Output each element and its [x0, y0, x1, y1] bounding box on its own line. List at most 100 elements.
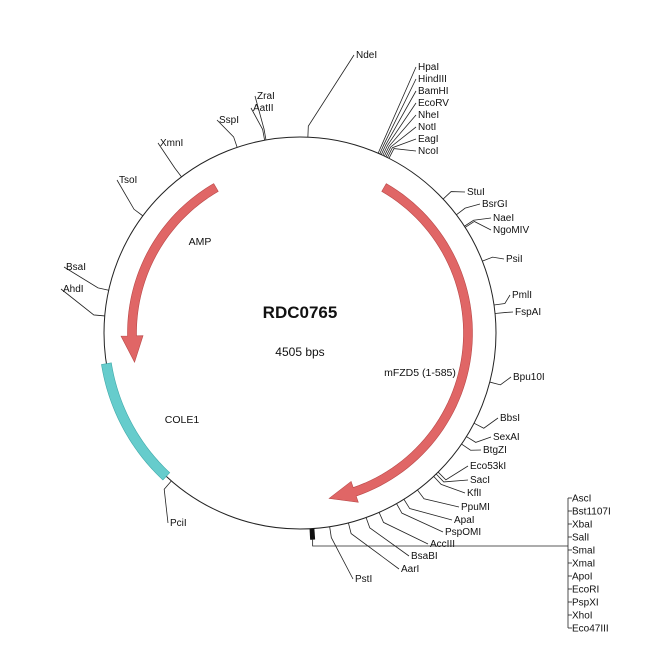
site-label-ahdi: AhdI: [63, 284, 84, 295]
site-tick-aatii: [250, 107, 266, 141]
site-label-bbsi: BbsI: [500, 413, 520, 424]
site-label-ndei: NdeI: [356, 50, 377, 61]
site-label-aari: AarI: [401, 564, 419, 575]
site-tick-ndei: [307, 54, 355, 138]
site-tick-fspai: [494, 311, 514, 314]
site-label-bamhi: BamHI: [418, 86, 449, 97]
site-label-hindiii: HindIII: [418, 74, 447, 85]
site-label-eco53ki: Eco53kI: [470, 461, 506, 472]
feature-mfzd5-arrow: [328, 183, 473, 503]
site-label-ecori: EcoRI: [572, 585, 599, 596]
site-label-psti: PstI: [355, 574, 372, 585]
site-label-ncoi: NcoI: [418, 146, 439, 157]
site-label-smai: SmaI: [572, 546, 595, 557]
feature-label-amp: AMP: [189, 236, 212, 248]
site-tick-hpai: [377, 66, 417, 154]
mcs-leader: [312, 539, 568, 547]
site-tick-pmli: [493, 294, 511, 306]
site-label-fspai: FspAI: [515, 307, 541, 318]
site-tick-nhei: [384, 114, 417, 157]
site-label-bsai: BsaI: [66, 262, 86, 273]
site-label-hpai: HpaI: [418, 62, 439, 73]
site-tick-ecorv: [382, 102, 417, 156]
site-tick-ncoi: [388, 148, 417, 159]
site-label-eco47iii: Eco47III: [572, 624, 609, 635]
plasmid-backbone: [103, 136, 497, 530]
site-tick-sexai: [466, 436, 492, 443]
feature-label-mfzd5: mFZD5 (1-585): [384, 367, 456, 379]
site-label-bpu10i: Bpu10I: [513, 372, 545, 383]
site-tick-eco53ki: [437, 465, 469, 481]
site-tick-apai: [403, 499, 453, 521]
site-tick-bsabi: [365, 517, 410, 557]
site-label-xbai: XbaI: [572, 520, 593, 531]
site-label-naei: NaeI: [493, 213, 514, 224]
site-tick-bsrgi: [456, 203, 481, 216]
site-label-pmli: PmlI: [512, 290, 532, 301]
site-tick-bamhi: [380, 90, 417, 155]
site-label-bsrgi: BsrGI: [482, 199, 508, 210]
site-tick-xmni: [157, 142, 182, 178]
site-tick-bpu10i: [489, 376, 512, 386]
site-label-psii: PsiI: [506, 254, 523, 265]
site-label-xhoi: XhoI: [572, 611, 593, 622]
site-label-pcii: PciI: [170, 518, 187, 529]
site-label-kfli: KflI: [467, 488, 481, 499]
site-label-asci: AscI: [572, 494, 591, 505]
site-label-acciii: AccIII: [430, 539, 455, 550]
site-label-stui: StuI: [467, 187, 485, 198]
site-tick-kfli: [433, 476, 466, 494]
site-tick-pspomi: [396, 503, 444, 533]
site-label-apai: ApaI: [454, 515, 475, 526]
mcs-tick-5: [309, 528, 312, 540]
site-tick-psii: [482, 256, 505, 262]
site-label-sexai: SexAI: [493, 432, 520, 443]
site-tick-btgzi: [461, 443, 482, 451]
site-label-btgzi: BtgZI: [483, 445, 507, 456]
feature-label-cole1: COLE1: [165, 414, 200, 426]
site-label-ecorv: EcoRV: [418, 98, 449, 109]
site-label-apoi: ApoI: [572, 572, 593, 583]
site-label-bsabi: BsaBI: [411, 551, 438, 562]
site-label-xmai: XmaI: [572, 559, 595, 570]
feature-amp-arrow: [120, 183, 219, 363]
site-label-sspi: SspI: [219, 115, 239, 126]
site-label-saci: SacI: [470, 475, 490, 486]
site-tick-acciii: [378, 512, 429, 545]
site-label-aatii: AatII: [253, 103, 274, 114]
site-tick-aari: [348, 522, 400, 570]
site-label-bst1107i: Bst1107I: [572, 507, 611, 518]
plasmid-name: RDC0765: [263, 303, 338, 322]
plasmid-length: 4505 bps: [275, 345, 324, 359]
site-tick-hindiii: [379, 78, 417, 155]
site-tick-psti: [329, 526, 354, 580]
site-tick-stui: [442, 191, 466, 200]
site-tick-bbsi: [473, 417, 499, 429]
site-label-sali: SalI: [572, 533, 589, 544]
site-tick-ppumi: [417, 489, 460, 508]
site-tick-ahdi: [60, 288, 105, 317]
site-label-zrai: ZraI: [257, 91, 275, 102]
feature-cole1-block: [101, 362, 171, 481]
site-tick-pcii: [163, 480, 172, 524]
site-tick-sspi: [216, 119, 238, 148]
site-tick-ngomiv: [464, 221, 492, 231]
site-tick-noti: [385, 126, 417, 158]
site-tick-saci: [435, 473, 469, 483]
site-label-ngomiv: NgoMIV: [493, 225, 529, 236]
site-tick-zrai: [254, 95, 267, 141]
site-tick-bsai: [63, 266, 109, 291]
site-label-eagi: EagI: [418, 134, 439, 145]
site-label-nhei: NheI: [418, 110, 439, 121]
site-label-pspxi: PspXI: [572, 598, 599, 609]
site-tick-eagi: [387, 138, 417, 158]
site-tick-tsoi: [116, 179, 144, 217]
site-label-ppumi: PpuMI: [461, 502, 490, 513]
site-label-xmni: XmnI: [160, 138, 183, 149]
site-label-tsoi: TsoI: [119, 175, 137, 186]
site-label-noti: NotI: [418, 122, 436, 133]
site-tick-naei: [464, 217, 492, 227]
site-label-pspomi: PspOMI: [445, 527, 481, 538]
